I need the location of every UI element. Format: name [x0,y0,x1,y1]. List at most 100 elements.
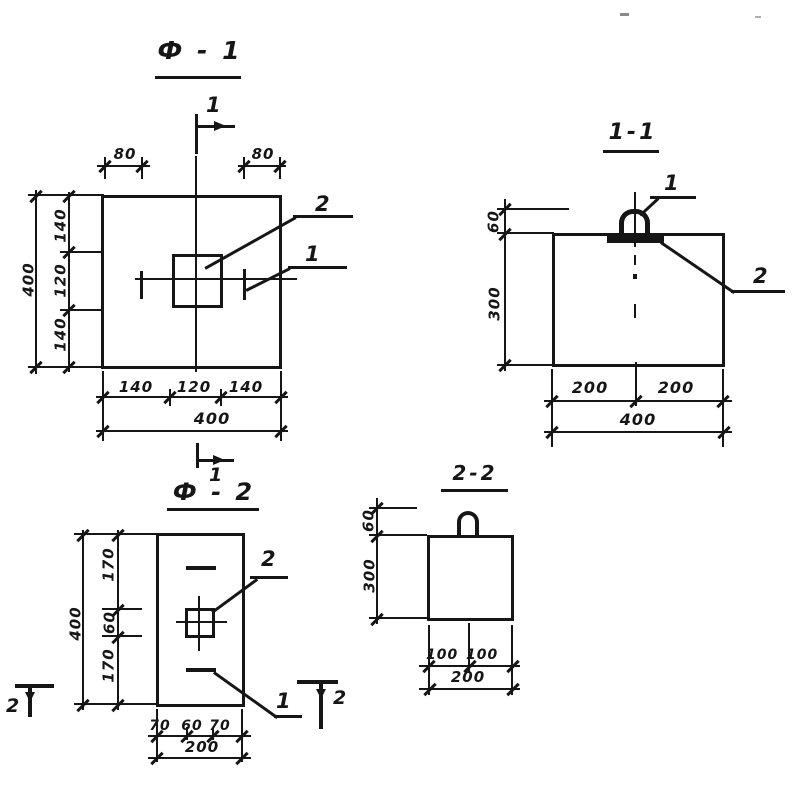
callout-loop: 1 [664,171,679,195]
extension-line [102,635,142,637]
s11-block-outline [552,233,725,367]
extension-line [60,251,104,253]
dim-line [238,165,286,167]
dim-text: 300 [485,286,504,321]
s22-block-outline [427,535,514,621]
dim-line [97,165,150,167]
dim-text: 200 [571,378,609,397]
f2-center-pocket [185,608,215,638]
dim-text: 120 [176,378,212,396]
dim-line [376,498,378,624]
view-title-2-2: 2-2 [452,461,498,485]
extension-line [102,371,104,441]
section-cut-arrowhead-icon [214,121,226,131]
section-cut-flag [15,684,54,688]
dim-text: 170 [99,648,118,683]
section-cut-flag [297,680,338,684]
section-cut-arrowhead-icon [316,689,326,699]
dim-text: 400 [193,409,231,428]
dim-text: 70 [209,718,231,734]
rebar-mark [186,566,216,570]
section-cut-arrowhead-icon [25,692,35,702]
leader-underline [731,290,785,293]
dim-text: 400 [619,410,657,429]
dim-text: 100 [466,647,499,663]
extension-line [497,208,569,210]
title-underline [441,489,508,492]
dim-text: 400 [66,606,85,641]
section-cut-flag [196,443,199,468]
dim-line [96,396,288,398]
dim-text: 80 [113,145,137,163]
dim-text: 80 [251,145,275,163]
dim-text: 140 [228,378,264,396]
view-title-1-1: 1-1 [608,120,658,145]
view-title-f2: Ф - 2 [172,478,256,506]
leader-underline [288,266,347,269]
center-line-horizontal [135,278,297,280]
extension-line [369,507,417,509]
dim-text: 140 [51,208,70,243]
extension-line [428,625,430,695]
dim-text: 200 [450,668,486,686]
extension-line [511,625,513,695]
center-line-dot [633,274,637,279]
dim-line [35,190,37,374]
dim-text: 60 [100,611,119,634]
title-underline [155,76,241,79]
leader-underline [250,576,288,579]
extension-line [102,608,142,610]
dim-line [96,430,288,432]
leader-underline [274,715,302,718]
extension-line [551,369,553,447]
dim-text: 70 [149,718,171,734]
leader-underline [293,215,353,218]
dim-text: 60 [484,210,503,233]
section-cut-label: 1 [209,464,223,486]
dim-text: 140 [118,378,154,396]
dim-line [82,530,84,710]
cut-trace-tick [243,269,246,300]
f1-block-outline [101,195,282,369]
title-underline [603,150,659,153]
leader-underline [650,196,696,199]
callout-pocket: 2 [315,192,330,216]
extension-line [60,309,104,311]
dim-text: 140 [51,317,70,352]
dim-line [504,199,506,371]
extension-line [369,534,427,536]
dim-line [544,431,732,433]
extension-line [28,194,104,196]
callout-plate: 2 [753,264,768,288]
rebar-mark [186,668,216,672]
dim-text: 400 [19,262,38,297]
section-cut-arrowhead-icon [213,455,225,465]
scan-artifact [620,13,629,16]
title-underline [167,508,259,511]
dim-text: 60 [359,509,378,532]
center-line-vertical [195,156,197,372]
center-line-segment [635,362,637,406]
section-cut-flag [195,114,198,154]
dim-text: 300 [360,558,379,593]
dim-line [148,757,251,759]
dim-line [117,530,119,710]
f2-block-outline [156,533,245,707]
lifting-loop [457,511,479,537]
dim-text: 120 [51,263,70,298]
center-line-horizontal [176,621,227,623]
center-line-vertical [468,623,470,673]
dim-line [148,735,251,737]
extension-line [497,364,554,366]
view-title-f1: Ф - 1 [157,36,243,65]
extension-line [497,232,554,234]
dim-text: 200 [184,738,220,756]
callout-bar: 1 [276,689,291,713]
center-line-dash [634,255,636,265]
dim-text: 60 [181,718,203,734]
f1-center-pocket [172,254,223,308]
cut-trace-tick [140,271,143,299]
section-cut-stem [319,683,323,729]
dim-line [419,688,520,690]
